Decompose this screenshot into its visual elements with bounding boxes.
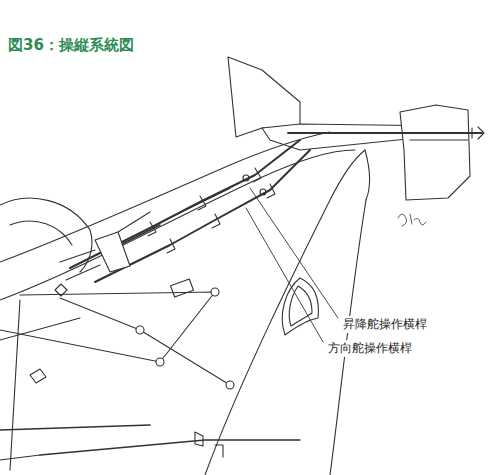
vertical-fin	[400, 105, 470, 200]
leader-line	[250, 188, 338, 318]
fuselage-side	[205, 150, 365, 475]
artist-signature	[398, 214, 426, 226]
canopy	[0, 198, 92, 272]
part-label: 昇降舵操作横桿	[341, 316, 429, 333]
figure-title: 図36：操縦系統図	[8, 36, 134, 55]
lower-rod	[0, 425, 300, 455]
cable	[0, 292, 215, 362]
pulley	[211, 288, 219, 296]
part-label: 方向舵操作横桿	[326, 340, 414, 357]
control-rod	[288, 132, 482, 134]
leader-line	[246, 208, 323, 342]
fuselage-top	[0, 132, 330, 262]
bellcrank	[95, 232, 130, 272]
access-opening	[282, 278, 318, 335]
rudder-rod	[95, 150, 310, 282]
